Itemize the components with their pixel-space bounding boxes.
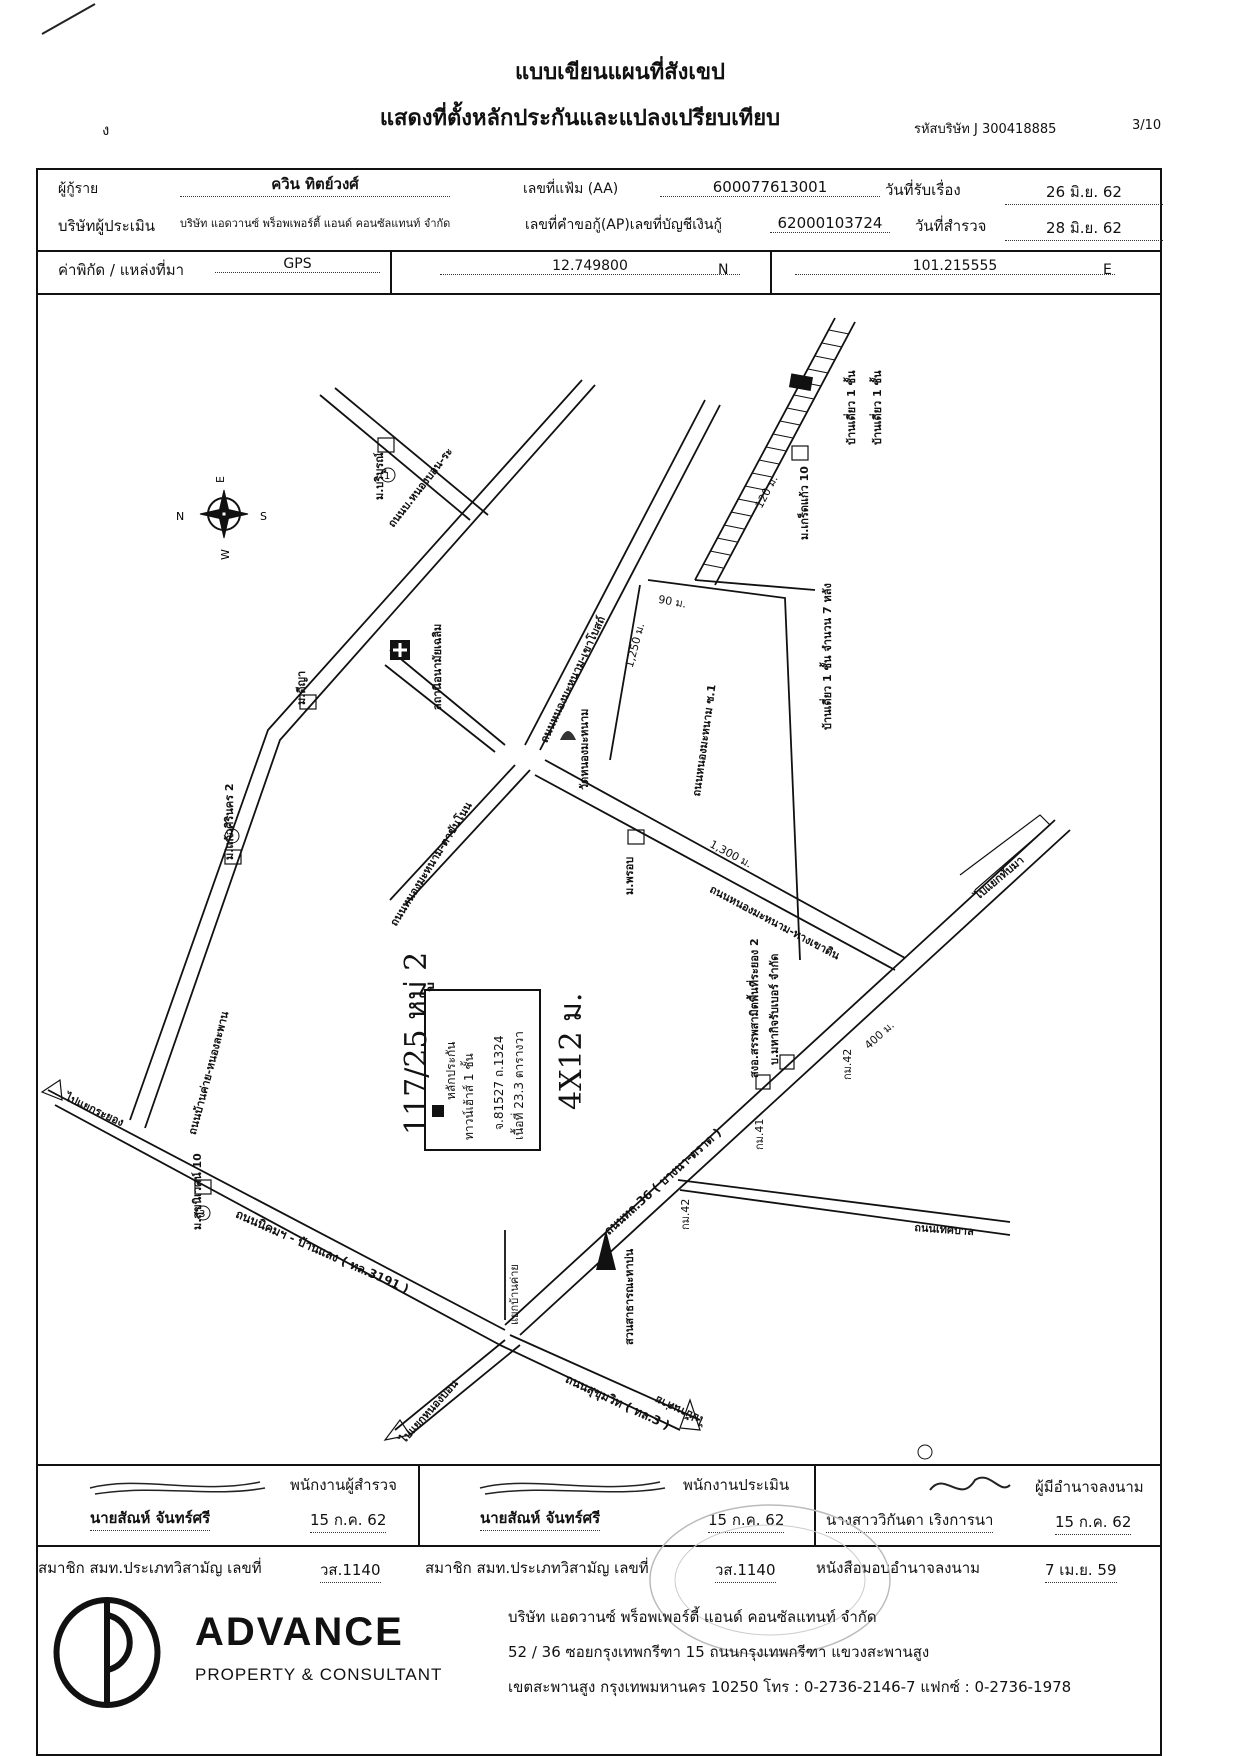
appraiser-date: 15 ก.ค. 62 — [708, 1508, 785, 1533]
signature-scribbles — [89, 1476, 1011, 1495]
longitude-dir: E — [1103, 262, 1112, 278]
compass-e: E — [214, 476, 227, 483]
appraiser-member-label: สมาชิก สมท.ประเภทวิสามัญ เลขที่ — [425, 1559, 649, 1577]
file-label: เลขที่แฟ้ม (AA) — [523, 181, 619, 197]
divider — [36, 1464, 1162, 1466]
footer-company: บริษัท แอดวานซ์ พร็อพเพอร์ตี้ แอนด์ คอนซ… — [508, 1608, 877, 1626]
divider — [36, 293, 1162, 295]
house-label: บ้านเดี่ยว 1 ชั้น — [845, 370, 858, 445]
km-label: กม.42 — [679, 1198, 692, 1230]
company-logo — [53, 1597, 161, 1708]
survey-value: 28 มิ.ย. 62 — [1005, 216, 1163, 241]
house-label: บ้านเดี่ยว 1 ชั้น จำนวน 7 หลัง — [821, 583, 834, 730]
compass-rose-icon — [199, 489, 249, 539]
surveyor-name: นายสัณห์ จันทร์ศรี — [90, 1506, 211, 1531]
divider — [36, 250, 1162, 252]
compass-w: W — [219, 549, 232, 560]
subject-line3: จ.81527 ถ.1324 — [492, 1035, 506, 1130]
authorized-doc-label: หนังสือมอบอำนาจลงนาม — [816, 1559, 981, 1577]
handwritten-size: 4X12 ม. — [554, 992, 589, 1110]
footer-address2: เขตสะพานสูง กรุงเทพมหานคร 10250 โทร : 0-… — [508, 1678, 1072, 1696]
landmark-label: สงอ.สรรพสามิตพื้นที่ระยอง 2 — [748, 938, 761, 1078]
circle-2: 2 — [228, 832, 234, 843]
page-subtitle: แสดงที่ตั้งหลักประกันและแปลงเปรียบเทียบ — [379, 105, 781, 131]
file-value: 600077613001 — [660, 178, 880, 197]
corner-pen-mark — [40, 0, 100, 44]
header-mark: ง — [102, 121, 110, 139]
logo-word: ADVANCE — [195, 1610, 404, 1654]
village-label: ม.สุขนิเวศน์ 10 — [191, 1153, 204, 1230]
direction-arrows — [40, 814, 1051, 1441]
divider — [814, 1464, 816, 1545]
footer-address1: 52 / 36 ซอยกรุงเทพกรีฑา 15 ถนนกรุงเทพกรี… — [508, 1643, 930, 1661]
junction-label: แยกบ้านค่าย — [508, 1264, 521, 1325]
appraiser-name: นายสัณห์ จันทร์ศรี — [480, 1506, 601, 1531]
page-title: แบบเขียนแผนที่สังเขป — [515, 59, 725, 85]
appraiser-label: บริษัทผู้ประเมิน — [58, 217, 156, 235]
received-value: 26 มิ.ย. 62 — [1005, 180, 1163, 205]
company-code: รหัสบริษัท J 300418885 — [914, 122, 1057, 137]
temple-icon — [560, 731, 576, 740]
building-icons — [194, 437, 809, 1195]
logo-subtitle: PROPERTY & CONSULTANT — [195, 1665, 443, 1684]
borrower-label: ผู้กู้ราย — [58, 181, 99, 197]
compass-n: N — [176, 510, 184, 523]
subject-line2: ทาวน์เฮ้าส์ 1 ชั้น — [462, 1053, 476, 1140]
divider — [36, 1545, 1162, 1547]
km-label: กม.42 — [841, 1048, 854, 1080]
survey-label: วันที่สำรวจ — [915, 217, 987, 235]
longitude-value: 101.215555 — [795, 258, 1115, 275]
landmark-label: สถานีอนามัยเฉลิม — [431, 623, 444, 710]
subject-line4: เนื้อที่ 23.3 ตารางวา — [512, 1031, 526, 1140]
divider — [770, 250, 772, 293]
divider — [418, 1464, 420, 1545]
authorized-date: 15 ก.ค. 62 — [1055, 1510, 1132, 1535]
surveyor-date: 15 ก.ค. 62 — [310, 1508, 387, 1533]
page-number: 3/10 — [1132, 118, 1162, 133]
km-label: กม.41 — [753, 1118, 766, 1150]
village-label: ม.พรอบ — [623, 856, 636, 895]
surveyor-role: พนักงานผู้สำรวจ — [290, 1476, 397, 1494]
village-label: ม.บริบูรณ์ — [373, 452, 386, 500]
authorized-role: ผู้มีอำนาจลงนาม — [1035, 1478, 1144, 1496]
circle-3: 3 — [199, 1209, 205, 1220]
landmark-label: บ.มหากิจรับเบอร์ จำกัด — [768, 953, 781, 1065]
surveyor-member-label: สมาชิก สมท.ประเภทวิสามัญ เลขที่ — [38, 1559, 262, 1577]
subject-marker-icon — [432, 1105, 444, 1117]
latitude-value: 12.749800 — [440, 258, 740, 275]
company-stamp — [649, 1504, 891, 1656]
village-label: ม.เกร็ดแก้ว 10 — [798, 466, 811, 540]
subject-line1: หลักประกัน — [444, 1041, 458, 1100]
appraiser-role: พนักงานประเมิน — [683, 1476, 790, 1494]
circle-1: 1 — [384, 471, 390, 482]
authorized-name: นางสาววิกันดา เริงการนา — [826, 1508, 994, 1533]
loan-value: 62000103724 — [770, 214, 890, 233]
coord-label: ค่าพิกัด / แหล่งที่มา — [58, 261, 185, 279]
subject-box — [424, 989, 541, 1151]
divider — [390, 250, 392, 293]
coord-source: GPS — [215, 256, 380, 273]
latitude-dir: N — [718, 262, 729, 278]
village-label: ม.แก้วศิรินคร 2 — [223, 783, 236, 860]
house-label: บ้านเดี่ยว 1 ชั้น — [871, 370, 884, 445]
handwritten-address: 117/25 หมู่ 2 — [399, 951, 434, 1135]
landmark-label: วัดหนองมะหนาม — [578, 708, 591, 790]
village-label: ม.ดีญา — [295, 670, 308, 705]
surveyor-member-no: วส.1140 — [320, 1558, 381, 1583]
appraiser-value: บริษัท แอดวานซ์ พร็อพเพอร์ตี้ แอนด์ คอนซ… — [180, 217, 451, 230]
compass-s: S — [260, 510, 267, 523]
borrower-value: ควิน ทิตย์วงศ์ — [180, 172, 450, 197]
authorized-doc-date: 7 เม.ย. 59 — [1045, 1558, 1117, 1583]
appraiser-member-no: วส.1140 — [715, 1558, 776, 1583]
loan-label: เลขที่คำขอกู้(AP)เลขที่บัญชีเงินกู้ — [525, 217, 722, 233]
received-label: วันที่รับเรื่อง — [885, 181, 961, 199]
landmark-label: สวนสาธารณะหาบ่น — [623, 1248, 636, 1345]
park-icon — [596, 1230, 616, 1270]
